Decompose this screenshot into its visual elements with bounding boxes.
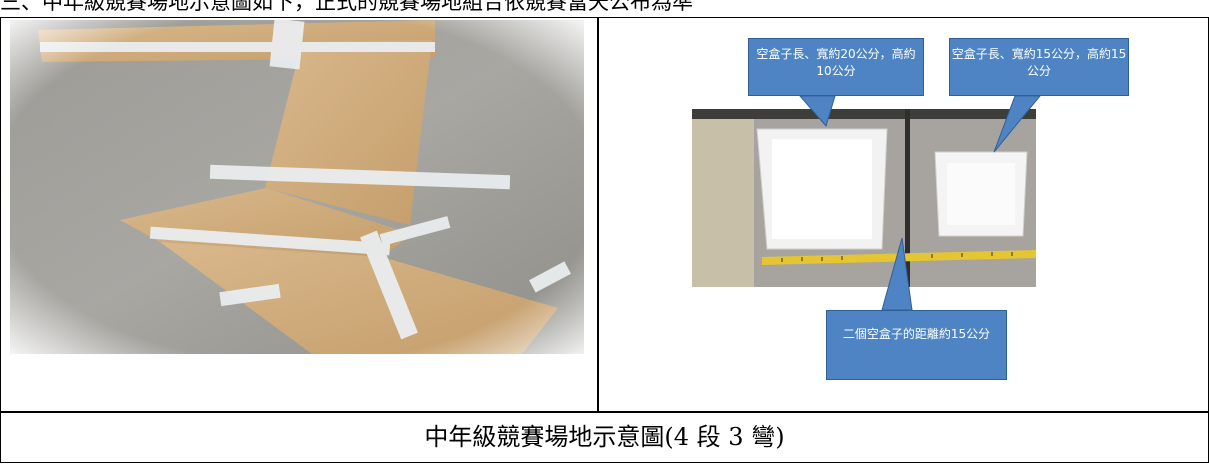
small-box-callout: 空盒子長、寬約15公分，高約15公分 [949,38,1129,96]
header-text: 三、中年級競賽場地示意圖如下，正式的競賽場地組合依競賽當天公布為準 [0,0,693,13]
boxes-photo [692,109,1036,287]
track-photo [10,20,584,354]
row-divider [0,411,1209,413]
large-box-callout: 空盒子長、寬約20公分，高約10公分 [748,38,924,96]
figure-caption: 中年級競賽場地示意圖(4 段 3 彎) [424,423,785,451]
distance-callout: 二個空盒子的距離約15公分 [826,310,1007,380]
column-divider [597,17,599,412]
